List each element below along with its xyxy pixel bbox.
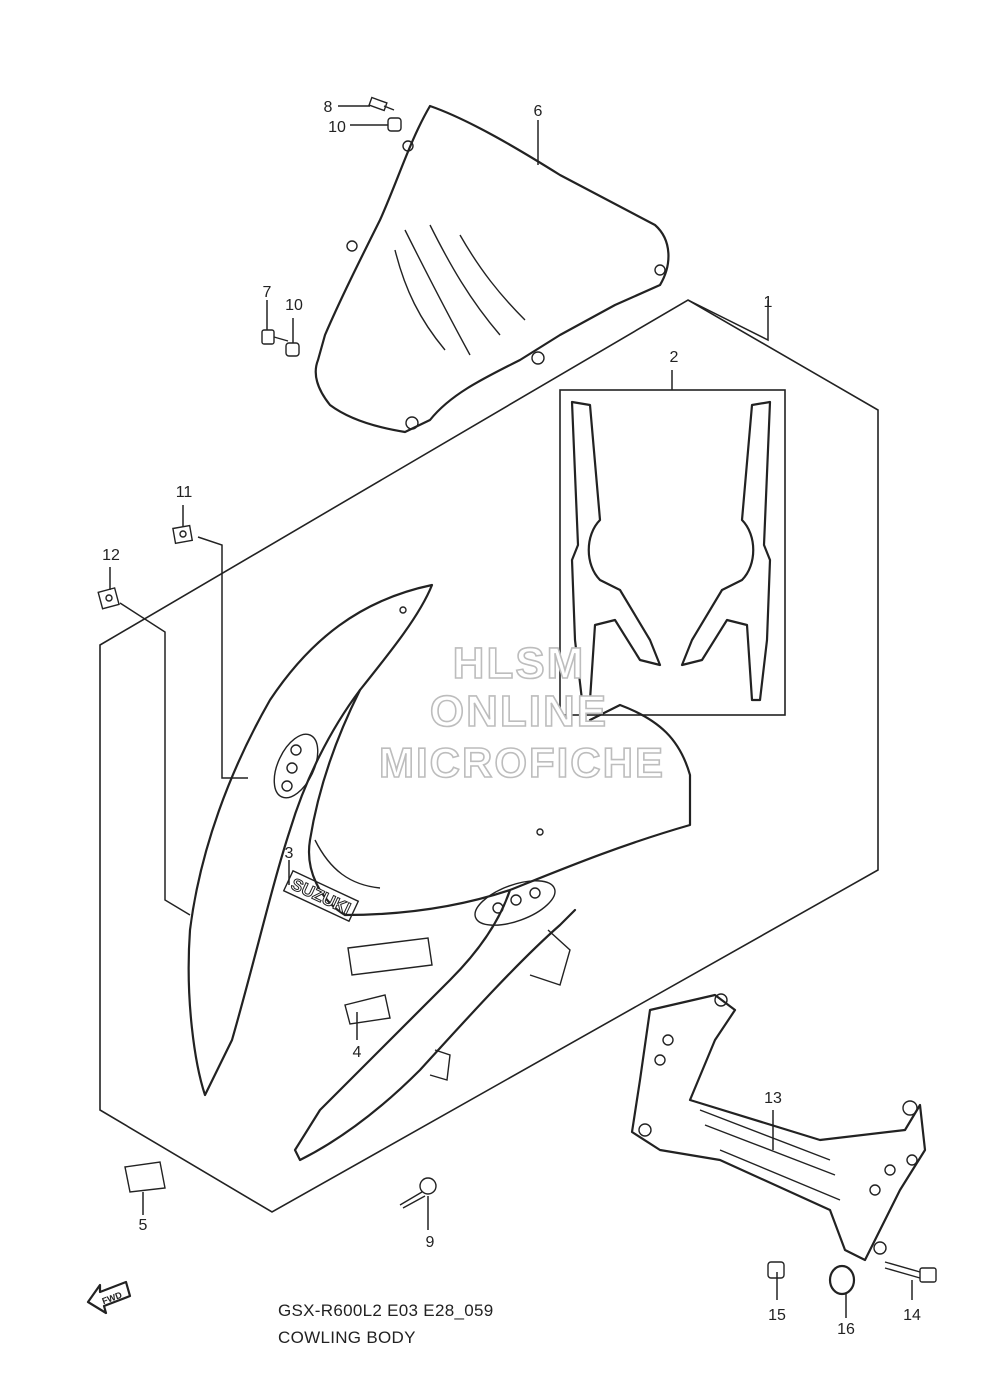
callout-16: 16 [837,1321,855,1338]
nut-part-10-lower [285,342,300,357]
callout-13: 13 [764,1090,782,1107]
watermark: HLSM ONLINE MICROFICHE [378,638,665,787]
callout-10-upper: 10 [328,119,346,136]
callout-14: 14 [903,1307,921,1324]
watermark-line-2: ONLINE [430,687,608,736]
clip-nut-part-11 [172,524,194,545]
callout-5: 5 [139,1217,148,1234]
watermark-line-1: HLSM [453,639,586,688]
fwd-arrow-icon: FWD [86,1280,132,1315]
callout-8: 8 [324,99,333,116]
pad-part-4 [344,937,433,1025]
callout-10-lower: 10 [285,297,303,314]
callout-9: 9 [426,1234,435,1251]
callout-4: 4 [353,1044,362,1061]
cowling-body-part-1 [187,583,692,1162]
inner-panel-part-2 [570,400,772,702]
callout-3: 3 [285,845,294,862]
screw-part-7 [261,329,289,345]
diagram-code: GSX-R600L2 E03 E28_059 [278,1301,494,1320]
clip-nut-part-12 [97,587,120,610]
callout-1: 1 [764,294,773,311]
callout-12: 12 [102,547,120,564]
screw-part-8 [368,96,395,112]
bolt-part-14 [884,1261,937,1283]
grommet-part-16 [828,1264,856,1296]
windscreen-part-6 [314,104,670,434]
leader-lines [109,105,913,1318]
nut-part-10-upper [387,117,402,132]
callout-labels: 1 2 3 4 5 6 7 8 9 10 10 11 12 13 14 15 1… [102,99,921,1338]
screw-part-9 [399,1177,437,1209]
diagram-title: COWLING BODY [278,1328,416,1347]
nut-part-15 [767,1261,785,1279]
watermark-line-3: MICROFICHE [379,739,665,786]
callout-6: 6 [534,103,543,120]
callout-11: 11 [176,484,193,501]
callout-15: 15 [768,1307,786,1324]
pad-part-5 [124,1161,166,1193]
callout-7: 7 [263,284,272,301]
callout-2: 2 [670,349,679,366]
bracket-part-13 [630,993,927,1262]
emblem-text: SUZUKI [288,874,353,918]
